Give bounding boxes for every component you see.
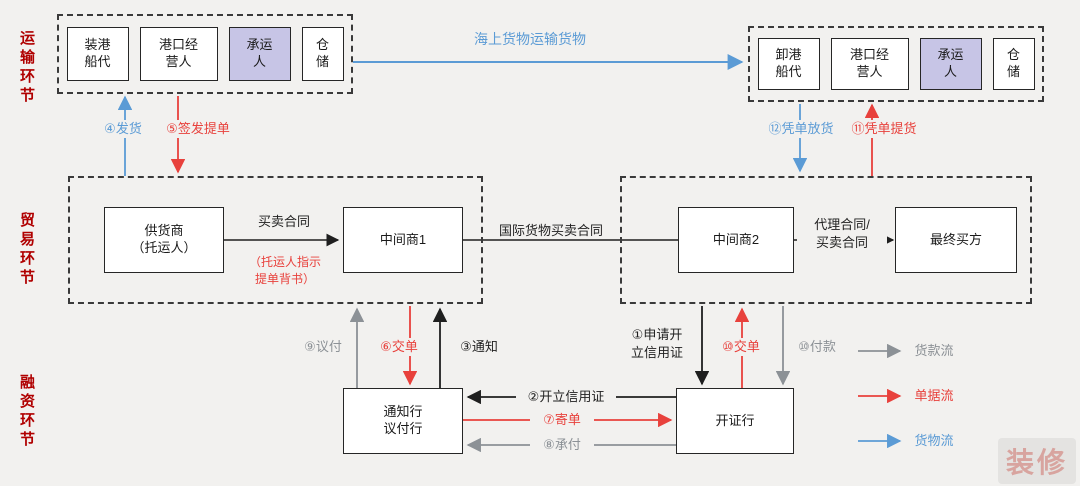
flow-label-5-issue-bl: ⑤签发提单 [155, 120, 241, 138]
trade-right-group [620, 176, 1032, 304]
node-loading-port-agent: 装港 船代 [66, 27, 129, 81]
side-label-transport: 运输环节 [18, 30, 35, 106]
label-endorsement-note: （托运人指示 提单背书） [248, 255, 321, 286]
flow-label-1-apply-lc: ①申请开 立信用证 [630, 327, 683, 360]
watermark-stamp: 装修 [997, 438, 1076, 484]
node-middleman1: 中间商1 [343, 207, 463, 273]
node-port-operator-right: 港口经 营人 [830, 38, 909, 90]
label-intl-contract: 国际货物买卖合同 [498, 223, 603, 238]
node-supplier-shipper: 供货商 （托运人） [104, 207, 224, 273]
node-final-buyer: 最终买方 [895, 207, 1017, 273]
flow-label-3-advise: ③通知 [460, 339, 498, 354]
flow-label-9-negotiate: ⑨议付 [304, 339, 342, 354]
transport-right-group: 卸港 船代 港口经 营人 承运 人 仓 储 [748, 26, 1044, 102]
node-warehouse-right: 仓 储 [992, 38, 1035, 90]
side-label-trade: 贸易环节 [18, 212, 35, 288]
legend-label-goods-flow: 货物流 [914, 433, 954, 448]
flow-label-sea-transport: 海上货物运输货物 [474, 31, 586, 47]
flow-label-2-open-lc: ②开立信用证 [516, 388, 616, 406]
legend-label-payment-flow: 货款流 [914, 343, 954, 358]
label-sales-contract: 买卖合同 [257, 214, 310, 229]
flow-label-7-send: ⑦寄单 [530, 411, 594, 429]
node-warehouse-left: 仓 储 [301, 27, 344, 81]
flow-label-12-release: ⑫凭单放货 [762, 120, 840, 138]
node-issuing-bank: 开证行 [676, 388, 794, 454]
legend-label-document-flow: 单据流 [914, 388, 954, 403]
node-carrier-right: 承运 人 [919, 38, 982, 90]
node-port-operator-left: 港口经 营人 [139, 27, 218, 81]
node-carrier-left: 承运 人 [228, 27, 291, 81]
node-middleman2: 中间商2 [678, 207, 794, 273]
node-advising-negotiating-bank: 通知行 议付行 [343, 388, 463, 454]
transport-left-group: 装港 船代 港口经 营人 承运 人 仓 储 [57, 14, 353, 94]
side-label-finance: 融资环节 [18, 374, 35, 450]
flow-label-8-honor: ⑧承付 [530, 436, 594, 454]
label-agency-contract: 代理合同/ 买卖合同 [797, 216, 887, 256]
flow-label-4-ship: ④发货 [95, 120, 151, 138]
flow-label-6-docs: ⑥交单 [372, 338, 426, 356]
flow-label-11-delivery: ⑪凭单提货 [845, 120, 923, 138]
flow-label-10-payment: ⑩付款 [798, 339, 836, 354]
node-discharge-port-agent: 卸港 船代 [757, 38, 820, 90]
trade-left-group [68, 176, 483, 304]
flow-label-10-docs: ⑩交单 [714, 338, 768, 356]
